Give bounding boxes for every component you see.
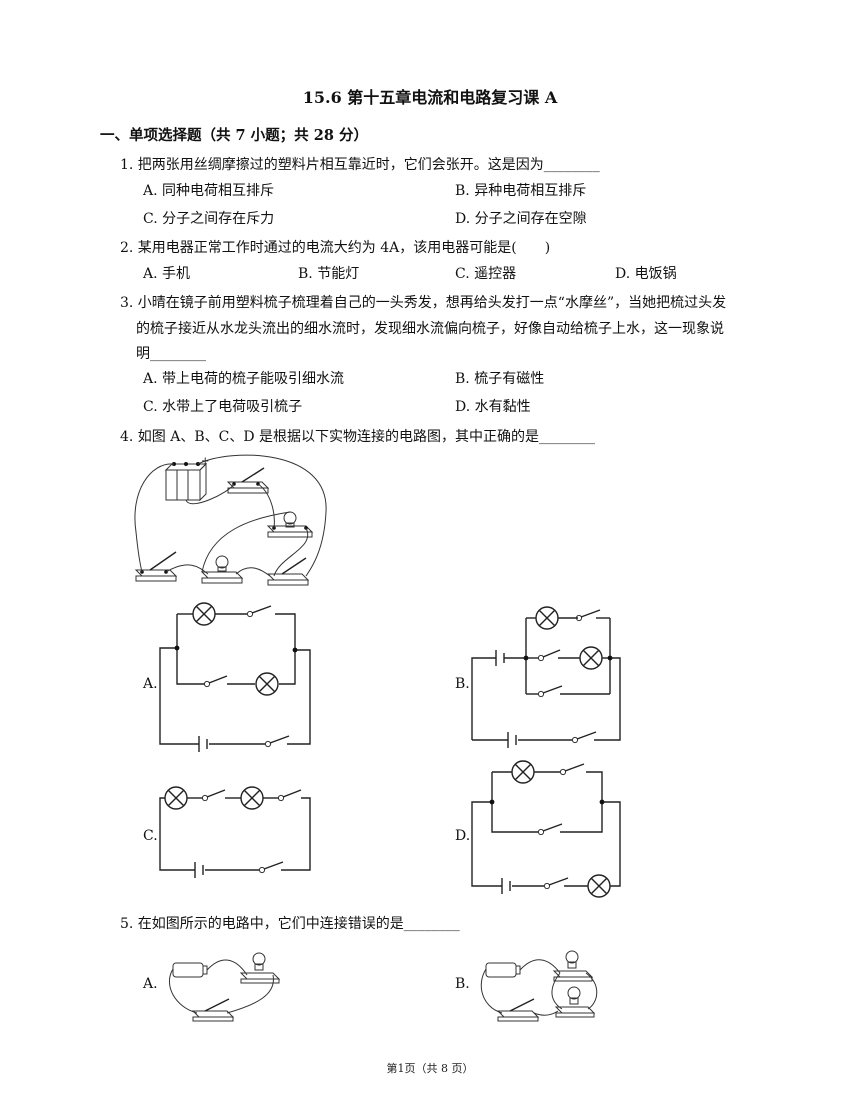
question-4-option-c[interactable]: C.: [143, 828, 158, 844]
switch-icon: [575, 609, 601, 622]
battery-icon: [194, 862, 204, 878]
bulb-icon: [552, 950, 594, 982]
question-3-option-a[interactable]: A. 带上电荷的梳子能吸引细水流: [143, 371, 345, 387]
switch-icon: [203, 675, 228, 688]
lamp-icon: [192, 602, 216, 626]
page-title: 15.6 第十五章电流和电路复习课 A: [302, 88, 558, 107]
switch-icon: [543, 877, 569, 890]
switch-icon: [246, 605, 272, 618]
question-1-option-c[interactable]: C. 分子之间存在斥力: [143, 211, 275, 227]
switch-icon: [264, 735, 290, 748]
battery-icon: [507, 732, 517, 748]
lamp-icon: [587, 874, 611, 898]
lamp-icon: [240, 786, 264, 810]
question-4-option-a[interactable]: A.: [143, 676, 158, 692]
switch-icon: [258, 861, 284, 874]
switch-icon: [277, 789, 302, 802]
circuit-diagram-d[interactable]: [468, 758, 633, 898]
lamp-icon: [164, 786, 188, 810]
switch-icon: [537, 823, 563, 836]
question-2-option-a[interactable]: A. 手机: [143, 266, 191, 282]
question-3-stem-line-3: 明________: [136, 346, 206, 362]
question-4-option-d[interactable]: D.: [455, 828, 471, 844]
question-5-circuit-b[interactable]: [478, 945, 608, 1025]
question-1-option-b[interactable]: B. 异种电荷相互排斥: [455, 183, 587, 199]
question-5-stem: 5. 在如图所示的电路中，它们中连接错误的是________: [120, 916, 460, 932]
question-3-stem-line-2: 的梳子接近从水龙头流出的细水流时，发现细水流偏向梳子，好像自动给梳子上水，这一现…: [136, 321, 724, 337]
question-5-option-b[interactable]: B.: [455, 976, 470, 992]
bulb-icon: [554, 986, 596, 1018]
switch-icon: [571, 731, 597, 744]
question-4-option-b[interactable]: B.: [455, 676, 470, 692]
battery-icon: [495, 650, 505, 666]
page-footer: 第1页（共 8 页）: [386, 1062, 474, 1075]
battery-icon: [485, 962, 521, 978]
switch-icon: [559, 763, 585, 776]
circuit-diagram-c[interactable]: [155, 782, 320, 882]
question-3-stem-line-1: 3. 小晴在镜子前用塑料梳子梳理着自己的一头秀发，想再给头发打一点“水摩丝”，当…: [120, 295, 727, 311]
switch-bottom-left-icon: [134, 551, 178, 582]
question-2-stem: 2. 某用电器正常工作时通过的电流大约为 4A，该用电器可能是( ): [120, 240, 551, 256]
question-5-option-a[interactable]: A.: [143, 976, 158, 992]
question-1-option-a[interactable]: A. 同种电荷相互排斥: [143, 183, 275, 199]
question-1-option-d[interactable]: D. 分子之间存在空隙: [455, 211, 587, 227]
question-3-option-b[interactable]: B. 梳子有磁性: [455, 371, 545, 387]
question-1-stem: 1. 把两张用丝绸摩擦过的塑料片相互靠近时，它们会张开。这是因为________: [120, 157, 600, 173]
circuit-diagram-b[interactable]: [468, 600, 633, 752]
battery-icon: [501, 878, 511, 894]
section-heading: 一、单项选择题（共 7 小题；共 28 分）: [100, 127, 368, 144]
question-4-physical-circuit: +: [134, 454, 327, 586]
battery-icon: [198, 736, 208, 752]
circuit-diagram-a[interactable]: [155, 598, 320, 753]
lamp-icon: [511, 760, 535, 784]
question-3-option-d[interactable]: D. 水有黏性: [455, 399, 531, 415]
question-2-option-d[interactable]: D. 电饭锅: [615, 266, 677, 282]
question-2-option-b[interactable]: B. 节能灯: [298, 266, 360, 282]
switch-icon: [201, 789, 226, 802]
switch-icon: [537, 649, 561, 662]
question-2-option-c[interactable]: C. 遥控器: [455, 266, 517, 282]
question-3-option-c[interactable]: C. 水带上了电荷吸引梳子: [143, 399, 303, 415]
switch-icon: [496, 998, 540, 1022]
lamp-icon: [535, 606, 559, 630]
battery-pack-icon: [164, 462, 208, 502]
lamp-icon: [255, 672, 279, 696]
lamp-icon: [579, 646, 603, 670]
switch-bottom-right-icon: [266, 557, 310, 586]
question-5-circuit-a[interactable]: [165, 945, 285, 1025]
switch-top-icon: [226, 467, 270, 494]
switch-icon: [537, 685, 563, 698]
switch-icon: [191, 998, 235, 1022]
bulb-right-icon: [266, 511, 314, 538]
bulb-icon: [239, 952, 281, 984]
battery-icon: [172, 962, 208, 978]
question-4-stem: 4. 如图 A、B、C、D 是根据以下实物连接的电路图，其中正确的是______…: [120, 429, 596, 445]
bulb-bottom-icon: [200, 555, 244, 584]
